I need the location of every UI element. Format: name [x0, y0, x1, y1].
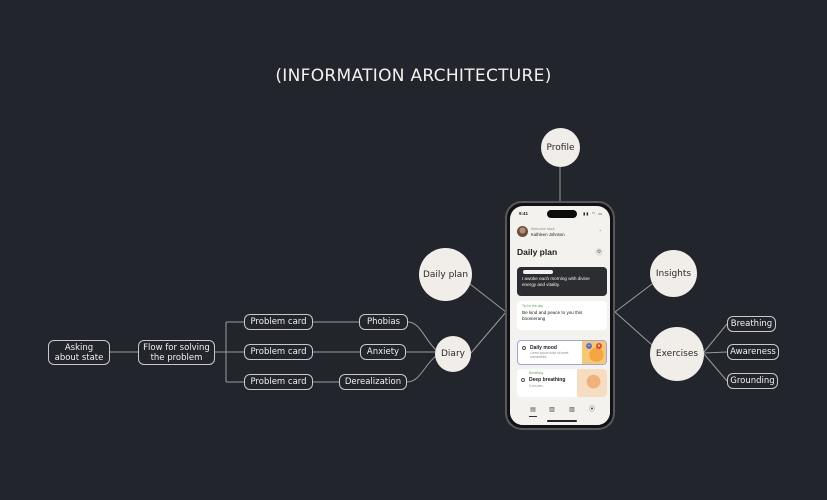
tab-chart-icon[interactable]: ▨ — [569, 407, 575, 413]
tab-book-icon[interactable]: ▥ — [549, 407, 555, 413]
tab-home-icon[interactable]: ▤ — [530, 407, 536, 413]
mood-checkbox[interactable] — [522, 346, 526, 350]
node-asking-about-state: Asking about state — [48, 340, 110, 365]
breathing-illustration — [577, 369, 607, 397]
heart-icon[interactable]: ♥ — [596, 343, 602, 349]
tip-label: Tip for the day — [522, 304, 543, 308]
user-name: Kathleen Johnson — [531, 232, 565, 237]
node-problem-card-2: Problem card — [244, 344, 313, 360]
affirmation-card[interactable]: I awoke each morning with divine energy … — [517, 267, 607, 296]
node-insights: Insights — [650, 250, 697, 297]
minus-icon[interactable]: − — [586, 343, 592, 349]
status-time: 9:41 — [519, 211, 529, 216]
tip-text: Be kind and peace to you this boomerang — [522, 310, 583, 321]
node-phobias: Phobias — [359, 314, 408, 330]
node-derealization: Derealization — [339, 374, 407, 390]
node-profile: Profile — [541, 128, 580, 167]
node-awareness: Awareness — [727, 344, 779, 360]
status-icons: ▮▮ ◠ ▭ — [583, 211, 603, 216]
node-problem-card-3: Problem card — [244, 374, 313, 390]
screen-title: Daily plan — [517, 247, 558, 257]
active-tab-indicator — [529, 416, 537, 417]
gear-icon[interactable]: ⚙ — [595, 248, 603, 256]
chevron-right-icon[interactable]: › — [599, 228, 601, 234]
deep-breathing-card[interactable]: Breathing Deep breathing 5 minutes — [517, 369, 607, 397]
node-problem-card-1: Problem card — [244, 314, 313, 330]
home-indicator — [547, 420, 577, 422]
dynamic-island — [547, 210, 577, 218]
welcome-text: Welcome back — [531, 227, 555, 231]
breathing-tag: Breathing — [529, 371, 544, 375]
phone-screen: 9:41 ▮▮ ◠ ▭ Welcome back Kathleen Johnso… — [510, 206, 610, 425]
avatar[interactable] — [517, 226, 528, 237]
node-grounding: Grounding — [727, 373, 778, 389]
phone-mockup: 9:41 ▮▮ ◠ ▭ Welcome back Kathleen Johnso… — [505, 201, 615, 430]
breathing-checkbox[interactable] — [521, 378, 525, 382]
tip-card[interactable]: Tip for the day Be kind and peace to you… — [517, 301, 607, 330]
node-breathing: Breathing — [727, 316, 776, 332]
node-daily-plan: Daily plan — [419, 248, 472, 301]
diagram-title: (INFORMATION ARCHITECTURE) — [275, 66, 552, 86]
tab-bar: ▤ ▥ ▨ ⦿ — [510, 401, 610, 425]
node-anxiety: Anxiety — [360, 344, 406, 360]
mood-title: Daily mood — [530, 345, 557, 351]
affirmation-tag — [523, 270, 553, 274]
daily-mood-card[interactable]: Daily mood Lorem ipsum dolor sit amet co… — [517, 340, 607, 365]
node-diary: Diary — [435, 336, 471, 372]
node-exercises: Exercises — [650, 327, 704, 381]
breathing-subtitle: 5 minutes — [529, 384, 543, 388]
tab-sound-icon[interactable]: ⦿ — [588, 407, 595, 413]
node-flow-for-solving: Flow for solving the problem — [138, 340, 215, 365]
mood-subtitle: Lorem ipsum dolor sit amet consectetur. — [530, 351, 569, 359]
affirmation-text: I awoke each morning with divine energy … — [522, 276, 590, 287]
breathing-title: Deep breathing — [529, 377, 566, 383]
